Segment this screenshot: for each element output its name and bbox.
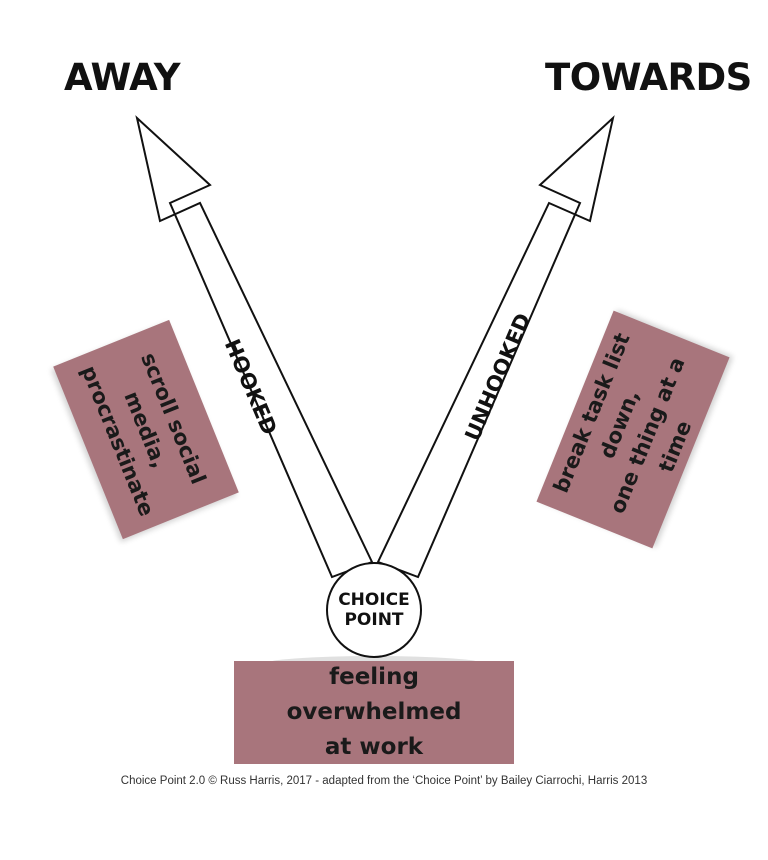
- away-heading: AWAY: [64, 56, 181, 99]
- choice-point-circle: CHOICE POINT: [326, 562, 422, 658]
- situation-box: feeling overwhelmed at work: [234, 661, 514, 764]
- towards-heading: TOWARDS: [545, 56, 752, 99]
- away-arrow: [135, 115, 374, 579]
- situation-line-1: feeling overwhelmed: [286, 664, 462, 725]
- copyright-footer: Choice Point 2.0 © Russ Harris, 2017 - a…: [120, 775, 648, 787]
- situation-line-2: at work: [324, 734, 424, 760]
- choice-point-line-1: CHOICE: [338, 590, 410, 610]
- choice-point-line-2: POINT: [344, 610, 404, 630]
- towards-arrow: [376, 115, 615, 579]
